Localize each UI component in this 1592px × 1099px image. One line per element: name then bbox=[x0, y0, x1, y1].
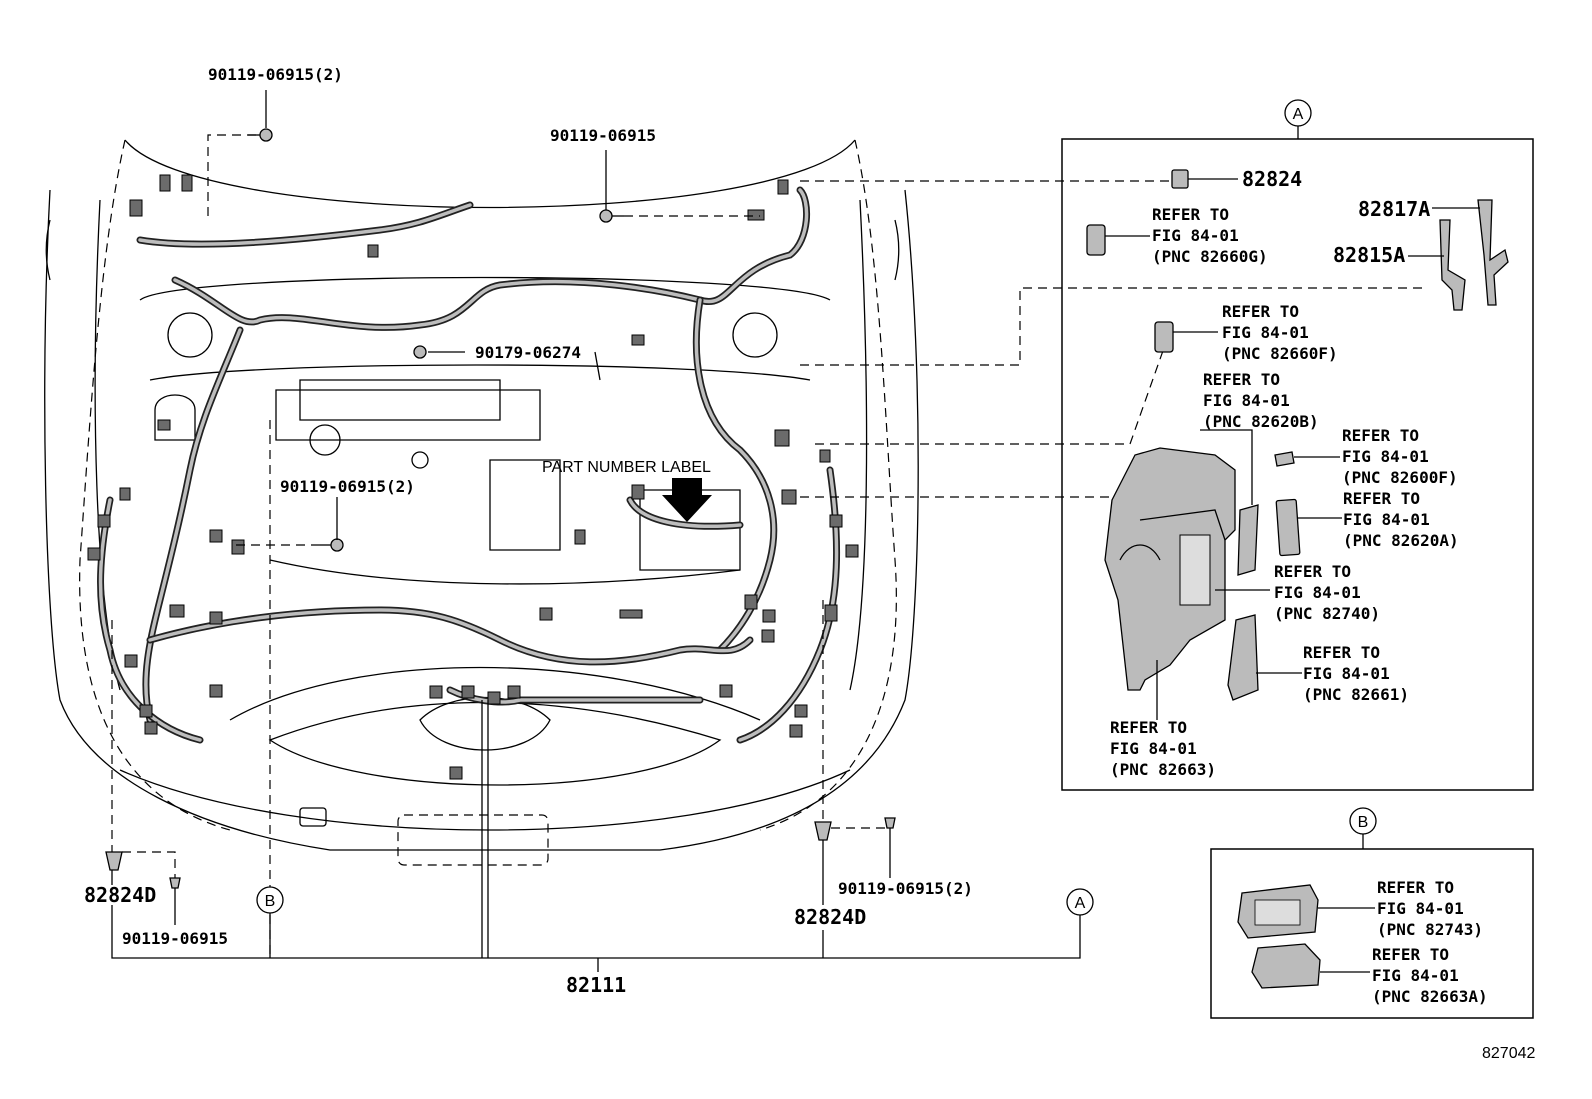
svg-text:(PNC 82660G): (PNC 82660G) bbox=[1152, 247, 1268, 266]
svg-text:FIG 84-01: FIG 84-01 bbox=[1222, 323, 1309, 342]
svg-text:REFER TO: REFER TO bbox=[1342, 426, 1419, 445]
svg-text:REFER TO: REFER TO bbox=[1274, 562, 1351, 581]
svg-text:REFER TO: REFER TO bbox=[1377, 878, 1454, 897]
ref-82620a: REFER TO FIG 84-01 (PNC 82620A) bbox=[1343, 489, 1459, 550]
connectors bbox=[87, 174, 859, 780]
marker-b-bottom-letter: B bbox=[265, 893, 276, 910]
svg-text:(PNC 82660F): (PNC 82660F) bbox=[1222, 344, 1338, 363]
panel-a-bracket-a-label: 82817A bbox=[1358, 197, 1430, 221]
svg-text:FIG 84-01: FIG 84-01 bbox=[1342, 447, 1429, 466]
panel-a bbox=[1061, 99, 1534, 791]
marker-a-bottom bbox=[1066, 888, 1094, 916]
svg-text:(PNC 82663A): (PNC 82663A) bbox=[1372, 987, 1488, 1006]
callout-bolt-bottom-left: 90119-06915 bbox=[122, 929, 228, 948]
svg-text:REFER TO: REFER TO bbox=[1152, 205, 1229, 224]
svg-text:(PNC 82620A): (PNC 82620A) bbox=[1343, 531, 1459, 550]
callout-bracket-right: 82824D bbox=[794, 905, 866, 929]
panel-a-relay-label: 82824 bbox=[1242, 167, 1302, 191]
part-number-label-annotation: PART NUMBER LABEL bbox=[542, 459, 711, 476]
vehicle-body-outline bbox=[44, 139, 919, 866]
diagram-id: 827042 bbox=[1482, 1045, 1535, 1062]
marker-a-bottom-letter: A bbox=[1075, 895, 1086, 912]
callout-bolt-bottom-right: 90119-06915(2) bbox=[838, 879, 973, 898]
panel-b bbox=[1210, 807, 1534, 1019]
fasteners bbox=[105, 128, 896, 900]
svg-text:FIG 84-01: FIG 84-01 bbox=[1274, 583, 1361, 602]
marker-b-bottom bbox=[256, 886, 284, 914]
ref-82600f: REFER TO FIG 84-01 (PNC 82600F) bbox=[1342, 426, 1458, 487]
callout-harness-main: 82111 bbox=[566, 973, 626, 997]
svg-text:(PNC 82740): (PNC 82740) bbox=[1274, 604, 1380, 623]
svg-text:REFER TO: REFER TO bbox=[1372, 945, 1449, 964]
callout-bolt-mid-left: 90119-06915(2) bbox=[280, 477, 415, 496]
svg-text:FIG 84-01: FIG 84-01 bbox=[1377, 899, 1464, 918]
svg-text:REFER TO: REFER TO bbox=[1110, 718, 1187, 737]
callout-bolt-top-left: 90119-06915(2) bbox=[208, 65, 343, 84]
ref-82661: REFER TO FIG 84-01 (PNC 82661) bbox=[1303, 643, 1409, 704]
ref-82660f: REFER TO FIG 84-01 (PNC 82660F) bbox=[1222, 302, 1338, 363]
ref-82743: REFER TO FIG 84-01 (PNC 82743) bbox=[1377, 878, 1483, 939]
wiring-harness bbox=[97, 186, 841, 744]
callout-bolt-top-center: 90119-06915 bbox=[550, 126, 656, 145]
callout-clip-center: 90179-06274 bbox=[475, 343, 581, 362]
panel-a-bracket-b-label: 82815A bbox=[1333, 243, 1405, 267]
svg-text:FIG 84-01: FIG 84-01 bbox=[1203, 391, 1290, 410]
ref-82620b: REFER TO FIG 84-01 (PNC 82620B) bbox=[1203, 370, 1319, 431]
svg-text:FIG 84-01: FIG 84-01 bbox=[1372, 966, 1459, 985]
svg-text:(PNC 82661): (PNC 82661) bbox=[1303, 685, 1409, 704]
svg-text:REFER TO: REFER TO bbox=[1222, 302, 1299, 321]
svg-text:FIG 84-01: FIG 84-01 bbox=[1343, 510, 1430, 529]
marker-b-letter: B bbox=[1358, 814, 1369, 831]
ref-82663: REFER TO FIG 84-01 (PNC 82663) bbox=[1110, 718, 1216, 779]
svg-text:(PNC 82663): (PNC 82663) bbox=[1110, 760, 1216, 779]
svg-text:FIG 84-01: FIG 84-01 bbox=[1303, 664, 1390, 683]
svg-text:(PNC 82620B): (PNC 82620B) bbox=[1203, 412, 1319, 431]
svg-text:REFER TO: REFER TO bbox=[1343, 489, 1420, 508]
svg-text:REFER TO: REFER TO bbox=[1303, 643, 1380, 662]
marker-a-letter: A bbox=[1293, 106, 1304, 123]
leader-lines bbox=[111, 90, 1425, 972]
svg-text:(PNC 82743): (PNC 82743) bbox=[1377, 920, 1483, 939]
svg-text:FIG 84-01: FIG 84-01 bbox=[1152, 226, 1239, 245]
callout-bracket-left: 82824D bbox=[84, 883, 156, 907]
ref-82660g: REFER TO FIG 84-01 (PNC 82660G) bbox=[1152, 205, 1268, 266]
svg-text:FIG 84-01: FIG 84-01 bbox=[1110, 739, 1197, 758]
svg-text:REFER TO: REFER TO bbox=[1203, 370, 1280, 389]
ref-82740: REFER TO FIG 84-01 (PNC 82740) bbox=[1274, 562, 1380, 623]
ref-82663a: REFER TO FIG 84-01 (PNC 82663A) bbox=[1372, 945, 1488, 1006]
svg-text:(PNC 82600F): (PNC 82600F) bbox=[1342, 468, 1458, 487]
